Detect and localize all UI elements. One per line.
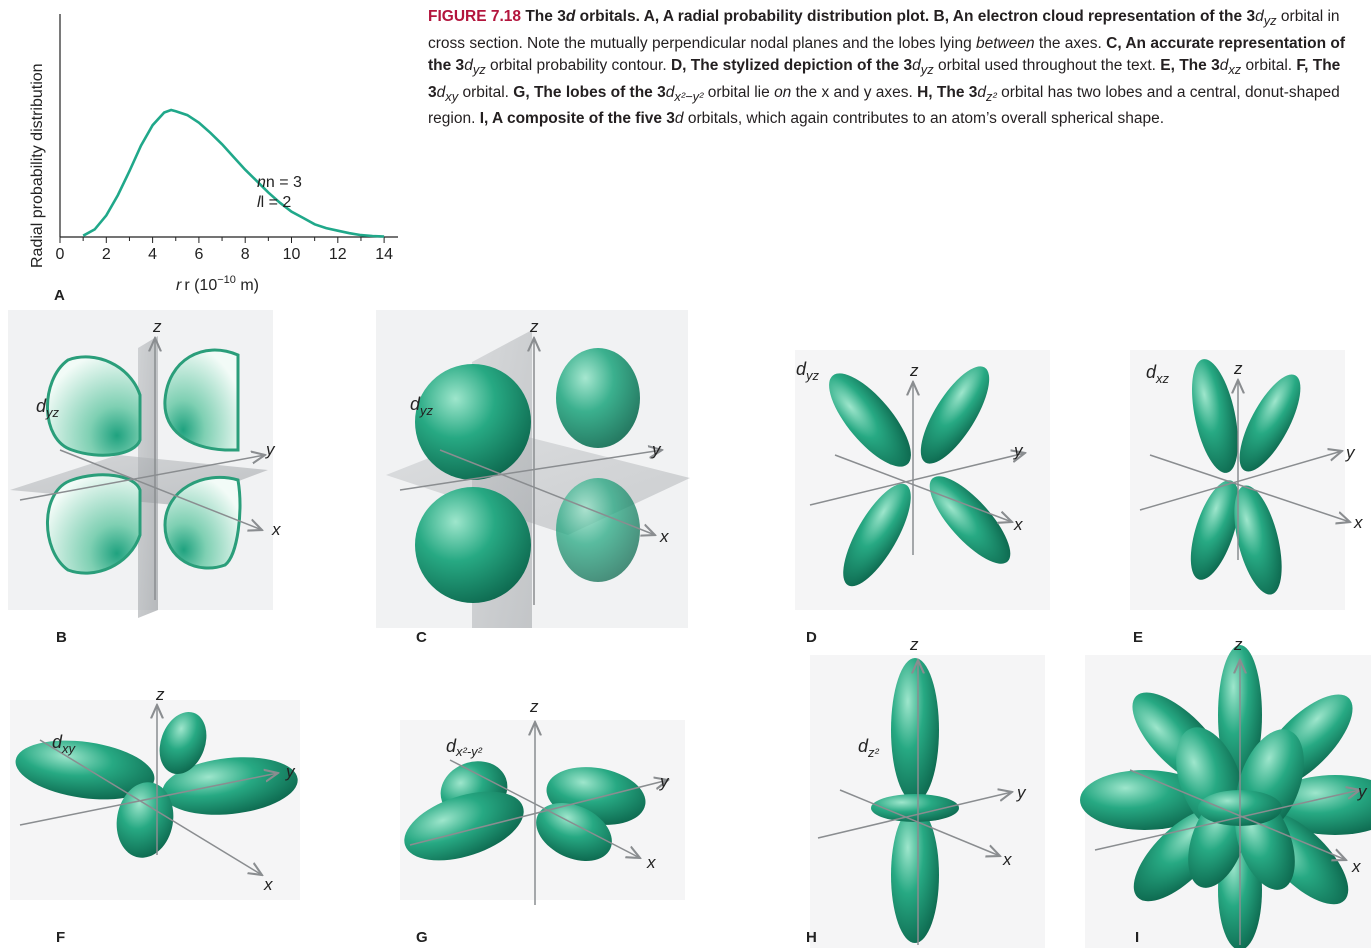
x-tick-label: 12 bbox=[329, 246, 347, 263]
axis-label-y: y bbox=[1016, 783, 1027, 802]
panel-letter-c: C bbox=[416, 629, 427, 646]
axis-label-y: y bbox=[1013, 441, 1024, 460]
axis-label-z: z bbox=[529, 697, 539, 716]
x-tick-label: 6 bbox=[194, 246, 203, 263]
axis-label-x: x bbox=[659, 527, 669, 546]
radial-probability-curve bbox=[83, 110, 384, 237]
axis-label-x: x bbox=[1353, 513, 1363, 532]
panel-b-dyz-cloud: z y x dyz B bbox=[8, 310, 281, 646]
panel-c-dyz-contour: z y x dyz C bbox=[376, 310, 690, 646]
panel-letter-i: I bbox=[1135, 929, 1139, 946]
y-axis-label: Radial probability distribution bbox=[29, 63, 46, 268]
axis-label-x: x bbox=[271, 520, 281, 539]
radial-probability-chart: 0 2 4 6 8 10 12 14 Radial probability distribut… bbox=[29, 14, 398, 304]
panel-i-composite: z y x I bbox=[1080, 635, 1371, 948]
panel-d-dyz: z y x dyz D bbox=[795, 350, 1050, 646]
x-tick-label: 0 bbox=[56, 246, 65, 263]
axis-label-y: y bbox=[659, 772, 670, 791]
panel-letter-d: D bbox=[806, 629, 817, 646]
panel-letter-a: A bbox=[54, 287, 65, 304]
axis-label-x: x bbox=[263, 875, 273, 894]
panel-letter-e: E bbox=[1133, 629, 1143, 646]
panel-letter-b: B bbox=[56, 629, 67, 646]
panel-h-dz2: z y x dz² H bbox=[806, 635, 1045, 948]
x-tick-label: 14 bbox=[375, 246, 393, 263]
panel-g-dx2-y2: z y x dx²-y² G bbox=[396, 697, 685, 946]
panel-letter-h: H bbox=[806, 929, 817, 946]
axis-label-x: x bbox=[1013, 515, 1023, 534]
axis-label-z: z bbox=[1233, 359, 1243, 378]
panel-letter-f: F bbox=[56, 929, 65, 946]
axis-label-y: y bbox=[651, 440, 662, 459]
x-tick-label: 10 bbox=[283, 246, 301, 263]
axis-label-z: z bbox=[529, 317, 539, 336]
quantum-number-l: ll = 2 bbox=[257, 194, 291, 211]
axis-label-y: y bbox=[1357, 782, 1368, 801]
axis-label-y: y bbox=[285, 762, 296, 781]
axis-label-x: x bbox=[1351, 857, 1361, 876]
axis-label-z: z bbox=[909, 635, 919, 654]
axis-label-z: z bbox=[155, 685, 165, 704]
axis-label-y: y bbox=[265, 440, 276, 459]
axis-label-y: y bbox=[1345, 443, 1356, 462]
panel-e-dxz: z y x dxz E bbox=[1130, 350, 1363, 646]
x-tick-label: 8 bbox=[241, 246, 250, 263]
axis-label-x: x bbox=[1002, 850, 1012, 869]
quantum-number-n: nn = 3 bbox=[257, 174, 302, 191]
axis-label-x: x bbox=[646, 853, 656, 872]
panel-f-dxy: z y x dxy F bbox=[10, 685, 301, 946]
axis-label-z: z bbox=[909, 361, 919, 380]
x-tick-label: 2 bbox=[102, 246, 111, 263]
x-ticks: 0 2 4 6 8 10 12 14 bbox=[56, 237, 394, 263]
axis-label-z: z bbox=[152, 317, 162, 336]
x-tick-label: 4 bbox=[148, 246, 157, 263]
axis-label-z: z bbox=[1233, 635, 1243, 654]
panel-letter-g: G bbox=[416, 929, 428, 946]
